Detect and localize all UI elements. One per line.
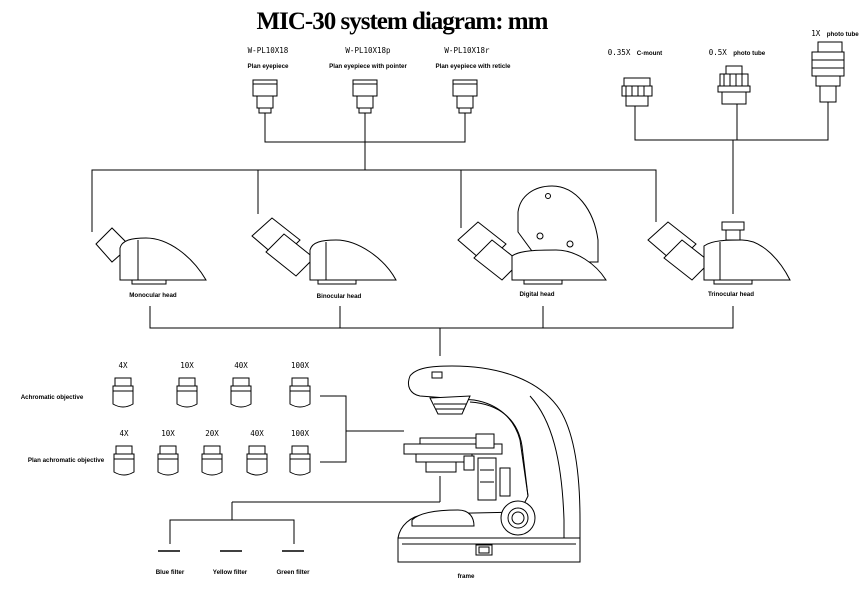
head-label: Binocular head	[317, 293, 362, 300]
filter-group: Blue filter Yellow filter Green filter	[156, 476, 441, 576]
eyepiece-code: W-PL10X18r	[444, 46, 490, 55]
objective-magnification: 40X	[234, 361, 248, 370]
filter-label: Yellow filter	[213, 569, 248, 576]
objective-icon	[113, 445, 135, 476]
digital-head-icon	[457, 185, 607, 285]
objective-magnification: 10X	[180, 361, 194, 370]
head-label: Trinocular head	[708, 291, 754, 298]
achromatic-objective-row: 4X 10X 40X 100X	[112, 361, 311, 408]
c-mount-icon	[621, 77, 653, 107]
eyepiece-group: W-PL10X18 Plan eyepiece W-PL10X18p Plan …	[248, 46, 512, 170]
adapter-label: C-mount	[637, 50, 662, 57]
head-label: Digital head	[519, 291, 554, 298]
objective-icon	[246, 445, 268, 476]
plan-objective-row: 4X 10X 20X 40X 100X	[113, 429, 311, 476]
head-label: Monocular head	[129, 292, 177, 299]
objective-magnification: 4X	[118, 361, 128, 370]
camera-adapter-group: 0.35X C-mount 0.5X photo tube 1X photo t…	[608, 23, 859, 214]
adapter-code: 1X	[811, 29, 821, 38]
binocular-head-icon	[251, 217, 397, 285]
objective-icon	[289, 445, 311, 476]
frame-label: frame	[458, 573, 475, 580]
eyepiece-code: W-PL10X18p	[345, 46, 391, 55]
filter-label: Green filter	[276, 569, 310, 576]
eyepiece-code: W-PL10X18	[248, 46, 289, 55]
microscope-frame-icon	[397, 365, 581, 563]
objective-magnification: 20X	[205, 429, 219, 438]
eyepiece-icon	[252, 79, 278, 114]
objective-icon	[157, 445, 179, 476]
objective-group: Achromatic objective Plan achromatic obj…	[21, 361, 404, 476]
adapter-code: 0.35X	[608, 48, 631, 57]
filter-label: Blue filter	[156, 569, 185, 576]
objective-icon	[289, 377, 311, 408]
diagram-title: MIC-30 system diagram: mm	[257, 8, 549, 35]
objective-magnification: 100X	[291, 361, 310, 370]
svg-text:0.35X C-mount: 0.35X C-mount	[608, 42, 662, 59]
eyepiece-label: Plan eyepiece with reticle	[436, 63, 512, 70]
objective-icon	[230, 377, 252, 408]
photo-tube-icon	[717, 65, 751, 105]
eyepiece-label: Plan eyepiece	[248, 63, 289, 70]
eyepiece-label: Plan eyepiece with pointer	[329, 63, 407, 70]
monocular-head-icon	[95, 227, 207, 285]
photo-tube-1x-icon	[811, 41, 845, 103]
svg-text:1X photo tube: 1X photo tube	[811, 23, 859, 40]
objective-magnification: 100X	[291, 429, 310, 438]
adapter-label: photo tube	[827, 31, 860, 38]
objective-icon	[112, 377, 134, 408]
objective-row-label: Plan achromatic objective	[28, 457, 105, 464]
objective-icon	[176, 377, 198, 408]
objective-magnification: 4X	[119, 429, 129, 438]
objective-icon	[201, 445, 223, 476]
eyepiece-icon	[352, 79, 378, 114]
svg-text:0.5X photo tube: 0.5X photo tube	[709, 42, 766, 59]
adapter-code: 0.5X	[709, 48, 728, 57]
trinocular-head-icon	[647, 221, 791, 285]
objective-magnification: 40X	[250, 429, 264, 438]
eyepiece-icon	[452, 79, 478, 114]
objective-magnification: 10X	[161, 429, 175, 438]
adapter-label: photo tube	[733, 50, 766, 57]
objective-row-label: Achromatic objective	[21, 394, 84, 401]
